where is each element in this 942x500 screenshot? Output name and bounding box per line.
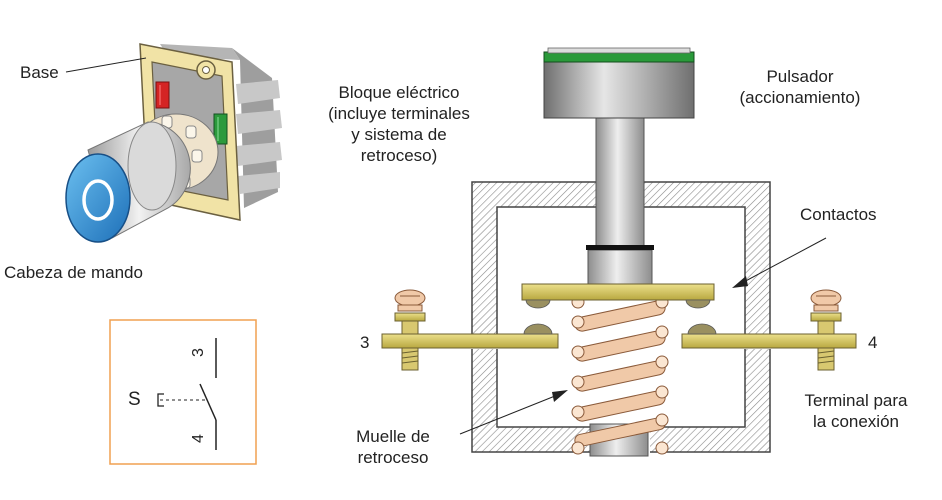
pulsador-rod bbox=[586, 115, 654, 287]
muelle-line-2: retroceso bbox=[357, 448, 429, 467]
muelle-label: Muelle de retroceso bbox=[340, 426, 446, 468]
pulsador-label: Pulsador (accionamiento) bbox=[722, 66, 878, 108]
pulsador-line-1: Pulsador bbox=[766, 67, 834, 86]
bloque-line-2: (incluye terminales bbox=[328, 104, 470, 123]
pulsador-cap bbox=[543, 47, 695, 119]
terminal-conexion-line-2: la conexión bbox=[812, 412, 899, 431]
symbol-s-label: S bbox=[128, 389, 141, 410]
blue-button-head bbox=[65, 153, 131, 243]
electrical-symbol bbox=[109, 319, 257, 465]
terminal-screw-right bbox=[810, 289, 842, 371]
symbol-pin-top: 3 bbox=[189, 348, 207, 357]
pulsador-line-2: (accionamiento) bbox=[739, 88, 861, 107]
cabeza-label: Cabeza de mando bbox=[4, 263, 143, 282]
terminal-4-label: 4 bbox=[868, 333, 878, 352]
base-leader-line bbox=[65, 57, 147, 73]
red-indicator bbox=[155, 81, 170, 109]
symbol-actuator bbox=[157, 393, 164, 407]
contactos-label: Contactos bbox=[800, 205, 877, 224]
push-button-3d bbox=[65, 43, 282, 243]
green-indicator bbox=[213, 113, 228, 145]
housing-block bbox=[160, 44, 282, 208]
fixed-contact-right bbox=[681, 323, 857, 349]
terminal-conexion-label: Terminal para la conexión bbox=[790, 390, 922, 432]
terminal-3-label: 3 bbox=[360, 333, 370, 352]
contact-bridge bbox=[521, 283, 715, 309]
symbol-line-switch bbox=[199, 383, 217, 421]
muelle-line-1: Muelle de bbox=[356, 427, 430, 446]
base-label: Base bbox=[20, 63, 59, 82]
cross-section bbox=[381, 47, 857, 457]
bloque-line-4: retroceso) bbox=[360, 146, 438, 165]
contactos-arrow bbox=[732, 237, 827, 288]
bloque-label: Bloque eléctrico (incluye terminales y s… bbox=[306, 82, 492, 166]
symbol-pin-bottom: 4 bbox=[189, 434, 207, 443]
return-spring bbox=[571, 295, 669, 455]
fixed-contact-left bbox=[381, 323, 559, 349]
terminal-conexion-line-1: Terminal para bbox=[804, 391, 908, 410]
bloque-line-1: Bloque eléctrico bbox=[338, 83, 460, 102]
bloque-line-3: y sistema de bbox=[351, 125, 447, 144]
symbol-frame bbox=[109, 319, 257, 465]
terminal-screw-left bbox=[394, 289, 426, 371]
muelle-arrow bbox=[459, 390, 568, 435]
